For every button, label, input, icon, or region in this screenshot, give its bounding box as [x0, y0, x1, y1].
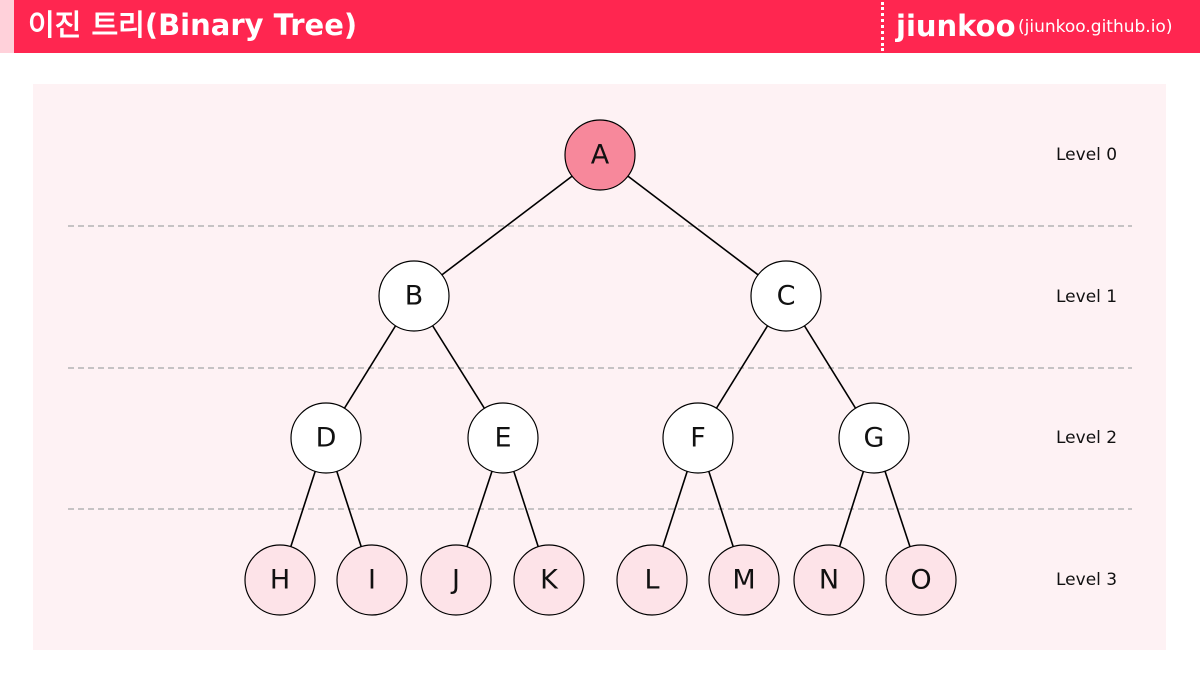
- level-separators: [68, 225, 1132, 510]
- level-label-1: Level 1: [1056, 287, 1117, 307]
- node-label: K: [540, 565, 559, 596]
- tree-node-G: G: [838, 402, 910, 474]
- tree-node-O: O: [885, 544, 957, 616]
- tree-node-F: F: [662, 402, 734, 474]
- node-label: J: [450, 565, 460, 596]
- brand-name: jiunkoo: [896, 9, 1016, 43]
- node-label: B: [405, 281, 424, 312]
- node-label: I: [368, 565, 376, 596]
- level-labels: Level 0 Level 1 Level 2 Level 3: [1056, 145, 1117, 590]
- node-label: L: [644, 565, 659, 596]
- tree-node-A: A: [564, 119, 636, 191]
- node-circle: [793, 544, 865, 616]
- node-label: N: [819, 565, 839, 596]
- header-bar: 이진 트리(Binary Tree) jiunkoo (jiunkoo.gith…: [0, 0, 1200, 53]
- node-circle: [378, 260, 450, 332]
- brand-url: (jiunkoo.github.io): [1018, 17, 1173, 37]
- tree-edge-A-B: [413, 154, 601, 297]
- node-label: H: [270, 565, 290, 596]
- tree-node-M: M: [708, 544, 780, 616]
- header-accent-strip: [0, 0, 14, 53]
- tree-nodes: A B C D E F G H I J K L M N O: [244, 119, 957, 616]
- tree-edge-A-C: [599, 154, 787, 297]
- node-circle: [467, 402, 539, 474]
- tree-node-L: L: [616, 544, 688, 616]
- node-circle: [420, 544, 492, 616]
- tree-node-N: N: [793, 544, 865, 616]
- node-circle: [290, 402, 362, 474]
- node-label: A: [591, 140, 610, 171]
- tree-node-C: C: [750, 260, 822, 332]
- tree-node-K: K: [513, 544, 585, 616]
- node-circle: [662, 402, 734, 474]
- node-label: C: [777, 281, 796, 312]
- node-circle: [750, 260, 822, 332]
- node-label: D: [316, 423, 337, 454]
- node-label: F: [690, 423, 706, 454]
- level-label-2: Level 2: [1056, 428, 1117, 448]
- tree-node-E: E: [467, 402, 539, 474]
- node-label: G: [864, 423, 885, 454]
- tree-node-H: H: [244, 544, 316, 616]
- level-label-0: Level 0: [1056, 145, 1117, 165]
- node-label: E: [494, 423, 511, 454]
- tree-node-B: B: [378, 260, 450, 332]
- page-title: 이진 트리(Binary Tree): [28, 8, 358, 42]
- node-circle: [244, 544, 316, 616]
- node-circle: [708, 544, 780, 616]
- node-label: O: [910, 565, 931, 596]
- header-divider: [881, 2, 884, 51]
- level-label-3: Level 3: [1056, 570, 1117, 590]
- node-circle: [564, 119, 636, 191]
- node-circle: [885, 544, 957, 616]
- node-circle: [513, 544, 585, 616]
- tree-node-J: J: [420, 544, 492, 616]
- tree-node-I: I: [336, 544, 408, 616]
- node-circle: [616, 544, 688, 616]
- node-label: M: [732, 565, 755, 596]
- node-circle: [336, 544, 408, 616]
- node-circle: [838, 402, 910, 474]
- tree-node-D: D: [290, 402, 362, 474]
